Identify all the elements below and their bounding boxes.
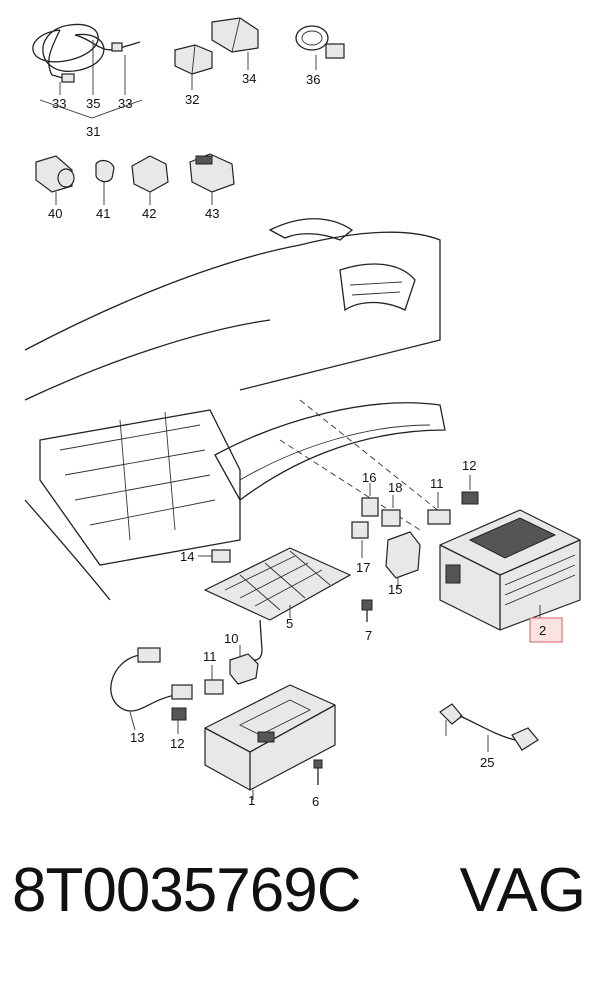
connector-12a bbox=[461, 475, 479, 505]
connector-10 bbox=[229, 645, 259, 685]
label-6: 6 bbox=[312, 794, 319, 809]
label-7: 7 bbox=[365, 628, 372, 643]
part-number-text: 8T0035769C bbox=[12, 856, 361, 925]
harness-15 bbox=[385, 531, 421, 588]
label-10: 10 bbox=[224, 631, 238, 646]
label-41: 41 bbox=[96, 206, 110, 221]
label-17: 17 bbox=[356, 560, 370, 575]
cap-42 bbox=[131, 155, 169, 205]
label-18: 18 bbox=[388, 480, 402, 495]
label-42: 42 bbox=[142, 206, 156, 221]
exploded-parts-diagram: 33 35 33 31 32 34 36 40 41 42 bbox=[24, 17, 581, 809]
label-2: 2 bbox=[539, 623, 546, 638]
ring-connector-36 bbox=[295, 25, 345, 70]
label-34: 34 bbox=[242, 71, 256, 86]
dashboard-outline bbox=[24, 218, 446, 601]
connector-17 bbox=[351, 521, 369, 558]
label-33a: 33 bbox=[52, 96, 66, 111]
screw-6 bbox=[313, 759, 323, 785]
connector-18 bbox=[381, 495, 401, 527]
brand-text: VAG bbox=[459, 856, 586, 925]
antenna-cable-25 bbox=[439, 703, 539, 752]
label-35: 35 bbox=[86, 96, 100, 111]
label-43: 43 bbox=[205, 206, 219, 221]
connector-14 bbox=[198, 549, 231, 563]
radio-unit-2 bbox=[439, 509, 581, 631]
label-40: 40 bbox=[48, 206, 62, 221]
label-12b: 12 bbox=[170, 736, 184, 751]
label-33b: 33 bbox=[118, 96, 132, 111]
label-11a: 11 bbox=[430, 476, 444, 491]
caption-bar: 8T0035769C VAG bbox=[0, 855, 600, 965]
connector-40 bbox=[35, 155, 75, 205]
label-32: 32 bbox=[185, 92, 199, 107]
label-16: 16 bbox=[362, 470, 376, 485]
label-14: 14 bbox=[180, 549, 194, 564]
bracket-31 bbox=[39, 99, 143, 119]
label-2-highlight bbox=[529, 617, 563, 643]
bracket-5 bbox=[203, 547, 352, 661]
connector-34 bbox=[211, 17, 259, 70]
label-36: 36 bbox=[306, 72, 320, 87]
label-13: 13 bbox=[130, 730, 144, 745]
cable-13 bbox=[110, 647, 193, 731]
dashed-leader bbox=[299, 399, 451, 521]
coiled-cable-part bbox=[32, 23, 141, 95]
connector-12b bbox=[171, 707, 187, 734]
bolt-7 bbox=[361, 599, 373, 622]
label-1: 1 bbox=[248, 793, 255, 808]
connector-32 bbox=[174, 44, 213, 90]
label-15: 15 bbox=[388, 582, 402, 597]
label-11b: 11 bbox=[203, 649, 217, 664]
connector-16 bbox=[361, 483, 379, 517]
connector-43 bbox=[189, 153, 235, 205]
connector-11a bbox=[427, 492, 451, 525]
label-5: 5 bbox=[286, 616, 293, 631]
connector-11b bbox=[204, 665, 224, 695]
dashed-leader-2 bbox=[279, 439, 421, 531]
label-12a: 12 bbox=[462, 458, 476, 473]
label-31: 31 bbox=[86, 124, 100, 139]
module-1 bbox=[204, 684, 336, 800]
part-41 bbox=[95, 159, 115, 205]
label-25: 25 bbox=[480, 755, 494, 770]
